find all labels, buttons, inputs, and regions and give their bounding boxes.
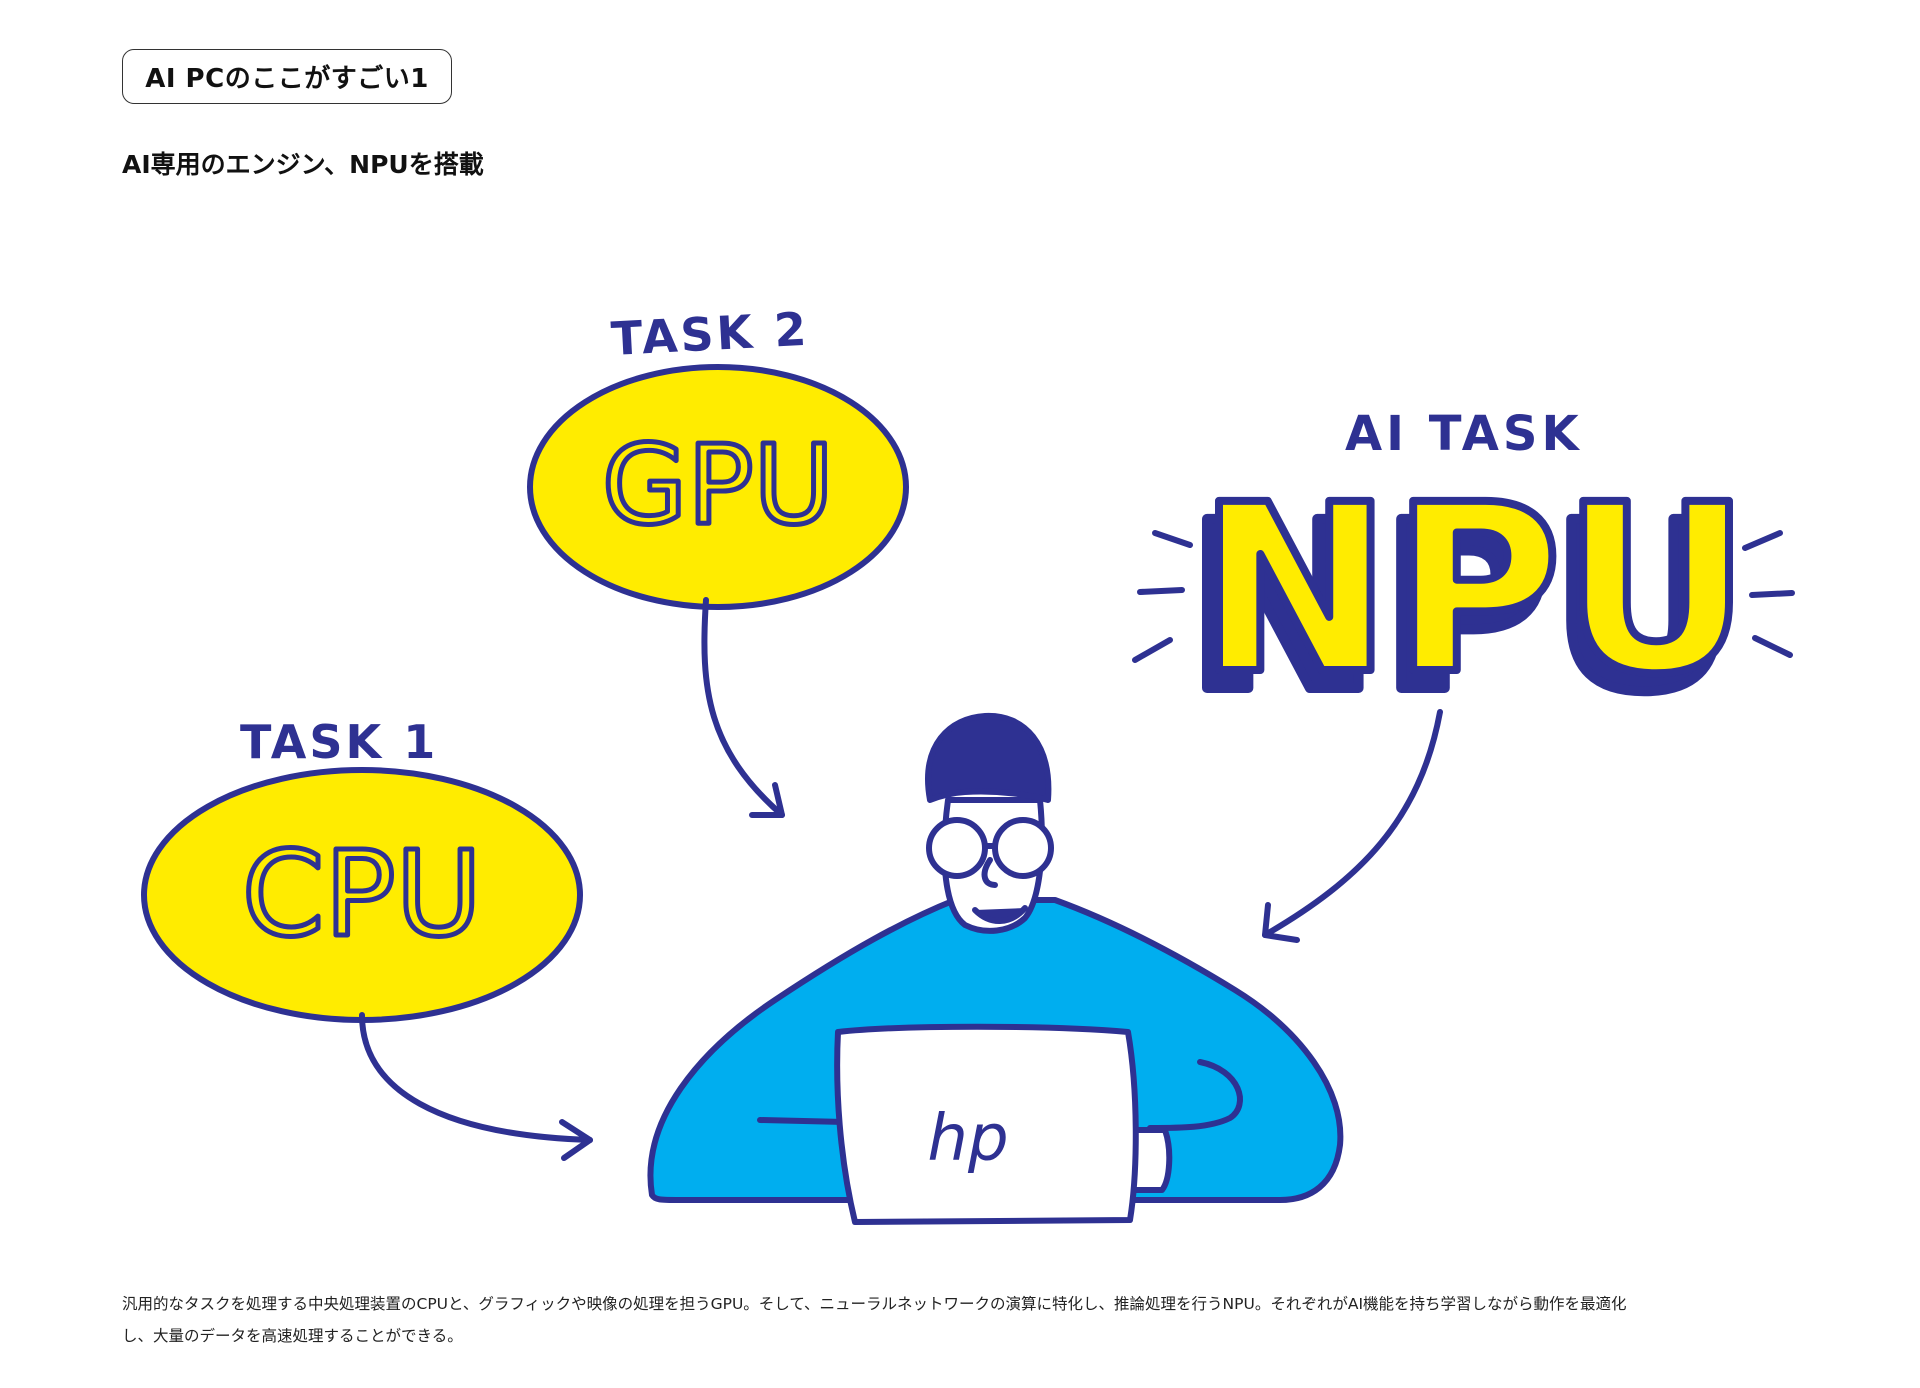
person-right-arm <box>1147 1059 1243 1131</box>
laptop: hp <box>834 1023 1139 1225</box>
person-left-arm <box>757 1117 848 1125</box>
task2-label: TASK 2 <box>610 302 811 366</box>
cpu-label: CPU <box>242 825 482 963</box>
npu-arrow <box>1262 709 1443 938</box>
section-title: AI専用のエンジン、NPUを搭載 <box>122 150 484 179</box>
cpu-arrow-head <box>559 1119 593 1161</box>
gpu-label: GPU <box>602 421 834 549</box>
gpu-bubble-shape <box>527 364 909 610</box>
npu-label: NPU <box>1198 455 1751 725</box>
laptop-lid <box>834 1023 1139 1225</box>
section-badge-label: AI PCのここがすごい1 <box>145 64 429 94</box>
gpu-bubble: GPU <box>527 364 909 610</box>
person-smile <box>972 905 1028 924</box>
task1-label: TASK 1 <box>240 715 438 769</box>
gpu-arrow-head <box>749 782 785 818</box>
npu-label-shadow: NPU <box>1186 473 1739 743</box>
npu-emphasis-lines <box>1132 530 1795 663</box>
section-badge: AI PCのここがすごい1 <box>122 49 452 104</box>
person-hair <box>925 712 1052 803</box>
description-text: 汎用的なタスクを処理する中央処理装置のCPUと、グラフィックや映像の処理を担うG… <box>122 1288 1822 1352</box>
glasses-right-lens <box>992 817 1054 879</box>
person-nose <box>981 857 998 888</box>
gpu-arrow <box>701 597 785 818</box>
description-line-2: し、大量のデータを高速処理することができる。 <box>122 1327 463 1345</box>
npu-lettering: NPU NPU <box>1181 451 1755 748</box>
description-line-1: 汎用的なタスクを処理する中央処理装置のCPUと、グラフィックや映像の処理を担うG… <box>122 1295 1627 1313</box>
npu-arrow-head <box>1262 902 1300 943</box>
glasses-left-lens <box>926 817 988 879</box>
cpu-arrow <box>359 1012 593 1143</box>
laptop-logo: hp <box>927 1102 1008 1176</box>
ai-task-label: AI TASK <box>1345 406 1583 462</box>
cpu-bubble: CPU <box>141 767 583 1023</box>
